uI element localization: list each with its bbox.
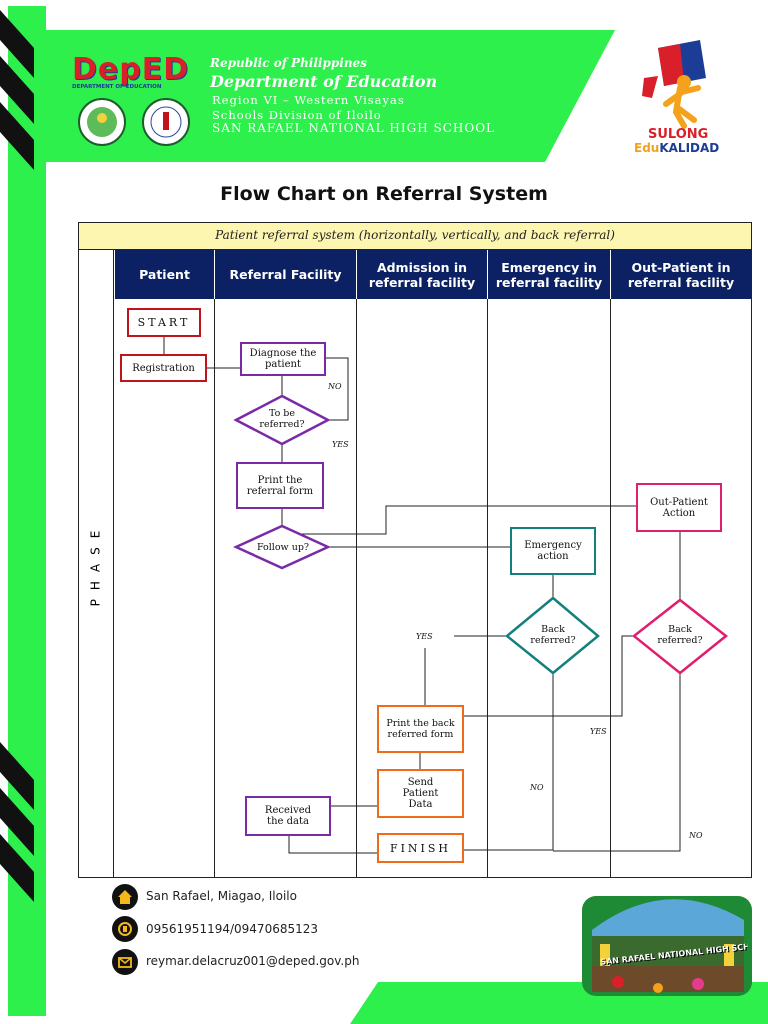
node-print-referral: Print the referral form — [236, 462, 324, 509]
label-yes: YES — [332, 440, 349, 449]
deped-logo: DepED DEPARTMENT OF EDUCATION — [72, 54, 198, 94]
edukalidad-edu: Edu — [634, 141, 660, 155]
phone-icon — [112, 916, 138, 942]
node-print-back-referred: Print the back referred form — [377, 705, 464, 753]
column-header-emergency: Emergency in referral facility — [487, 250, 610, 299]
node-send-patient-data: Send Patient Data — [377, 769, 464, 818]
email-icon — [112, 949, 138, 975]
decision-follow-up-shape — [232, 524, 332, 570]
node-diagnose: Diagnose the patient — [240, 342, 326, 376]
decision-to-be-referred-shape — [233, 394, 331, 446]
node-follow-up: Follow up? — [256, 541, 310, 553]
node-start: START — [127, 308, 201, 337]
node-outpatient-action: Out-Patient Action — [636, 483, 722, 532]
deped-logo-subtext: DEPARTMENT OF EDUCATION — [72, 84, 162, 90]
footer-phone: 09561951194/09470685123 — [146, 922, 319, 936]
column-header-admission: Admission in referral facility — [356, 250, 487, 299]
label-yes: YES — [416, 632, 433, 641]
node-received-data: Received the data — [245, 796, 331, 836]
school-seals — [78, 98, 190, 146]
phase-divider — [113, 250, 114, 878]
label-yes: YES — [590, 727, 607, 736]
decision-back-referred-emergency-shape — [505, 596, 600, 675]
column-divider — [214, 299, 215, 878]
edukalidad-kalidad: KALIDAD — [659, 141, 720, 155]
sulong-edukalidad-logo — [642, 40, 706, 129]
footer-email: reymar.delacruz001@deped.gov.ph — [146, 954, 360, 968]
label-no: NO — [328, 382, 342, 391]
node-to-be-referred: To be referred? — [259, 408, 305, 430]
republic-text: Republic of Philippines — [210, 56, 367, 70]
school-photo — [582, 896, 752, 996]
column-divider — [487, 299, 488, 878]
node-emergency-action: Emergency action — [510, 527, 596, 575]
page-title: Flow Chart on Referral System — [220, 183, 548, 205]
node-back-referred-emergency: Back referred? — [530, 624, 576, 646]
column-header-outpatient: Out-Patient in referral facility — [610, 250, 751, 299]
node-registration: Registration — [120, 354, 207, 382]
sulong-text: SULONG — [648, 127, 709, 142]
deped-logo-text: DepED — [72, 52, 190, 87]
flowchart-subtitle: Patient referral system (horizontally, v… — [79, 223, 751, 250]
label-no: NO — [689, 831, 703, 840]
edukalidad-text: EduKALIDAD — [634, 141, 719, 155]
column-header-patient: Patient — [114, 250, 214, 299]
node-back-referred-outpatient: Back referred? — [657, 624, 703, 646]
column-divider — [356, 299, 357, 878]
region-text: Region VI – Western Visayas — [212, 93, 405, 107]
decision-back-referred-outpatient-shape — [631, 598, 729, 675]
school-text: SAN RAFAEL NATIONAL HIGH SCHOOL — [212, 121, 496, 135]
department-text: Department of Education — [210, 72, 438, 91]
home-icon — [112, 884, 138, 910]
column-divider — [610, 299, 611, 878]
label-no: NO — [530, 783, 544, 792]
node-finish: FINISH — [377, 833, 464, 863]
column-header-referral-facility: Referral Facility — [214, 250, 356, 299]
flowchart-frame — [78, 222, 752, 878]
division-text: Schools Division of Iloilo — [212, 108, 382, 122]
footer-address: San Rafael, Miagao, Iloilo — [146, 889, 297, 903]
